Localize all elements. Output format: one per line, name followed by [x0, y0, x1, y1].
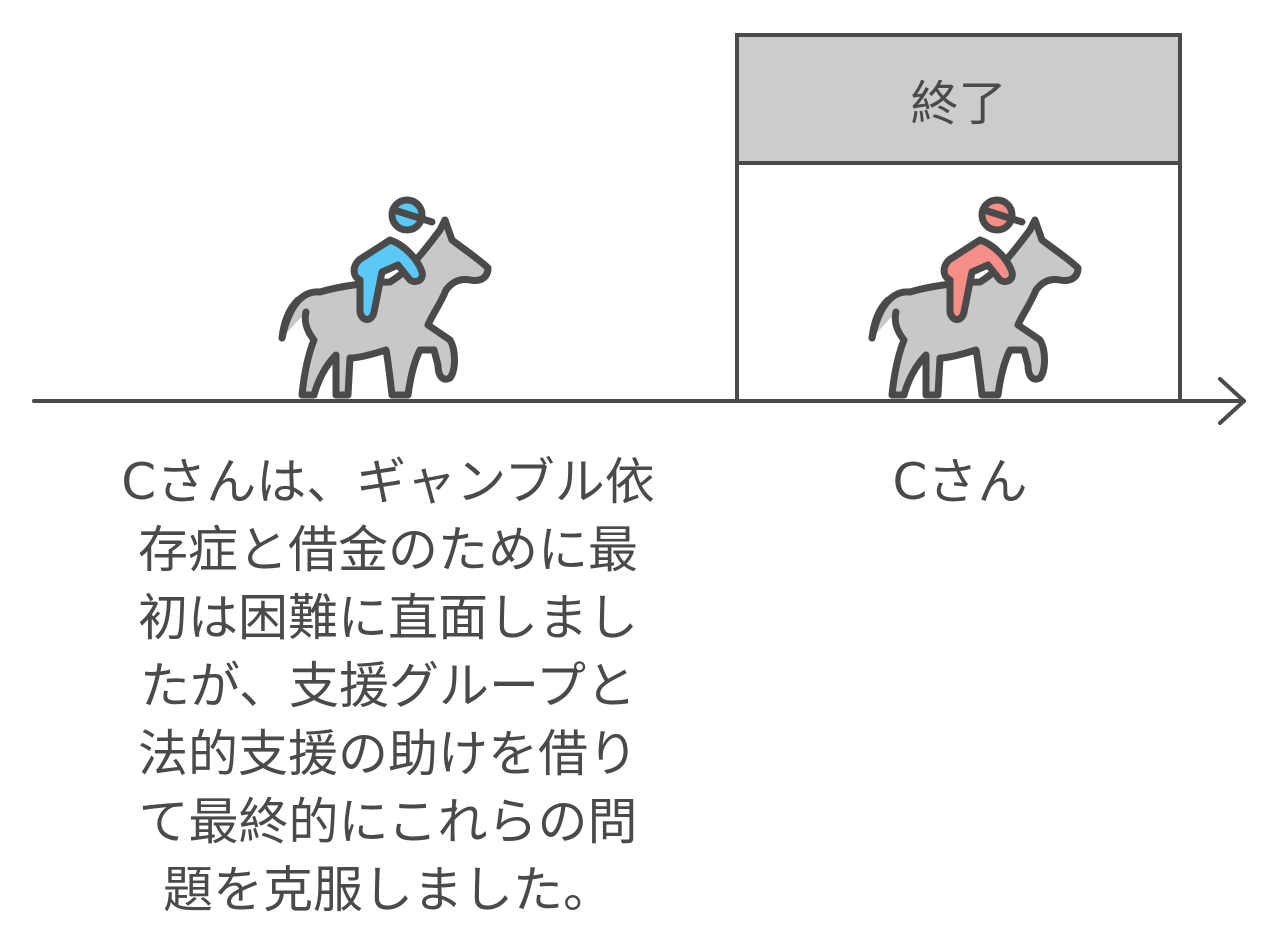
event-description: Cさんは、ギャンブル依存症と借金のために最初は困難に直面しましたが、支援グループ… [121, 453, 655, 919]
horse-rider-icon-blue [278, 196, 492, 399]
end-stage-header: 終了 [739, 37, 1178, 165]
event-label: Cさん [892, 453, 1028, 511]
horse-rider-icon-red [868, 196, 1082, 399]
